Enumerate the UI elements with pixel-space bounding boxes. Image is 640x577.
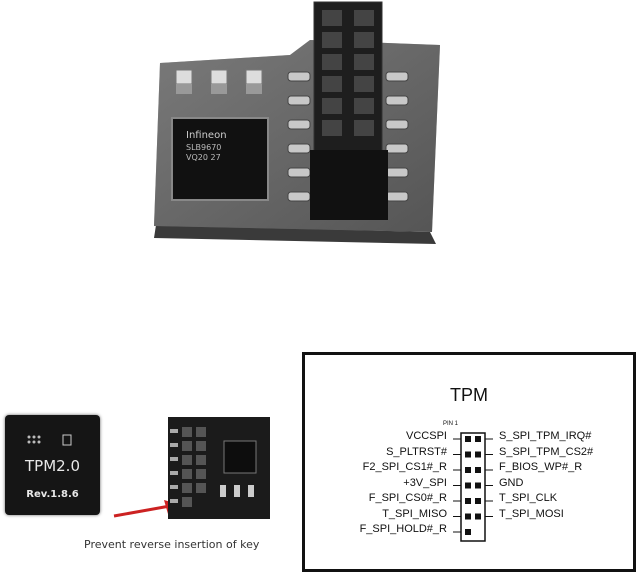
chip-dots: [27, 434, 72, 446]
pin-dot: [475, 436, 481, 442]
left-pin-label: F_SPI_HOLD#_R: [359, 523, 447, 535]
pin-dot: [465, 498, 471, 504]
pin-dot: [465, 529, 471, 535]
chip-model: TPM2.0: [24, 457, 80, 475]
svg-text:SLB9670: SLB9670: [186, 143, 221, 152]
left-pin-label: F_SPI_CS0#_R: [368, 492, 447, 504]
pin-dot: [465, 513, 471, 520]
right-pin-label: S_SPI_TPM_CS2#: [499, 445, 594, 458]
pin-dot: [465, 451, 471, 458]
tpm-module-photo: Infineon SLB9670 VQ20 27: [154, 1, 440, 244]
right-pin-label: GND: [499, 476, 524, 489]
pin-dot: [475, 498, 481, 504]
left-pin-label: VCCSPI: [406, 430, 447, 442]
pin-dot: [465, 467, 471, 473]
right-pin-label: T_SPI_CLK: [499, 492, 558, 504]
caption: Prevent reverse insertion of key: [84, 538, 260, 551]
capacitors: [175, 69, 263, 94]
tpm-chip-photo: TPM2.0 Rev.1.8.6: [5, 415, 100, 515]
right-pin-label: F_BIOS_WP#_R: [499, 461, 583, 473]
pin-dot: [465, 436, 471, 442]
left-pin-label: T_SPI_MISO: [382, 507, 447, 520]
pin-dot: [475, 467, 481, 473]
right-pin-label: T_SPI_MOSI: [499, 507, 564, 520]
pin-dot: [475, 482, 481, 489]
pinout-diagram: TPM PIN 1 VCCSPI S_PLTRST# F2_SPI_CS1#_R +3…: [302, 352, 636, 572]
diagram-title: TPM: [450, 385, 488, 405]
pin-dot: [465, 482, 471, 489]
chip-brand: Infineon: [186, 130, 227, 141]
pin-header-symbol: [453, 432, 493, 542]
pin1-label: PIN 1: [443, 421, 459, 427]
pin-header: [310, 1, 388, 220]
left-pin-label: F2_SPI_CS1#_R: [362, 461, 447, 473]
left-pin-label: S_PLTRST#: [386, 445, 447, 458]
pin-dot: [475, 513, 481, 520]
right-pin-label: S_SPI_TPM_IRQ#: [499, 430, 592, 442]
small-board-photo: [168, 417, 270, 519]
chip-revision: Rev.1.8.6: [26, 489, 79, 500]
left-pin-label: +3V_SPI: [403, 476, 447, 489]
svg-text:VQ20 27: VQ20 27: [186, 153, 221, 162]
pin-dot: [475, 451, 481, 458]
